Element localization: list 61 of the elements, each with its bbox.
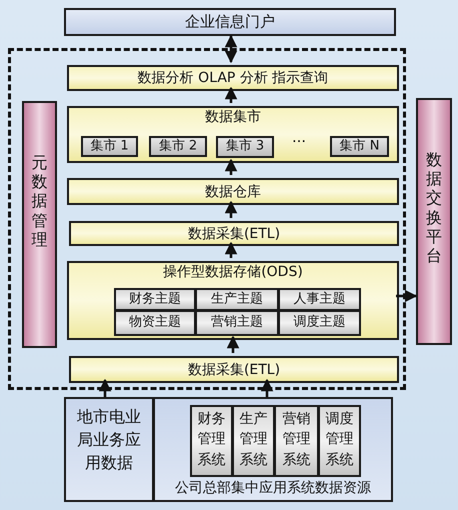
box-label: 生产主题 xyxy=(210,292,264,307)
ellipsis-label: … xyxy=(291,130,307,146)
box-label: 地市电业局业务应用数据 xyxy=(76,406,142,474)
box-label: 数据采集(ETL) xyxy=(186,225,282,242)
box-label: 集市 1 xyxy=(89,139,130,154)
box-label: 调度主题 xyxy=(292,316,346,330)
table-cell xyxy=(232,405,275,477)
table-cell xyxy=(278,288,361,311)
box-label: 财务管理系统 xyxy=(196,410,226,470)
layer-box xyxy=(67,261,399,340)
arrow xyxy=(396,290,418,302)
arrow xyxy=(260,378,274,397)
box-label: 营销管理系统 xyxy=(282,410,312,470)
table-cell xyxy=(114,310,196,336)
layer-box xyxy=(69,221,399,246)
arrow xyxy=(224,158,238,175)
table-cell xyxy=(318,405,361,477)
box-label: 数据交换平台 xyxy=(425,150,443,266)
box-label: 数据集市 xyxy=(204,109,262,126)
side-panel xyxy=(416,98,452,345)
mart-box xyxy=(81,136,138,157)
box-label: 数据采集(ETL) xyxy=(186,361,282,378)
arrow xyxy=(226,336,240,353)
arrow xyxy=(98,378,112,397)
table-cell xyxy=(190,405,233,477)
arrow xyxy=(224,242,238,258)
box-label: 物资主题 xyxy=(128,316,182,330)
box-label: 公司总部集中应用系统数据资源 xyxy=(174,480,372,496)
source-box xyxy=(64,397,154,502)
mart-box xyxy=(216,136,274,158)
layer-box xyxy=(67,106,399,163)
table-cell xyxy=(274,405,319,477)
box-label: 调度管理系统 xyxy=(324,410,354,470)
arrow xyxy=(224,34,238,64)
layer-box xyxy=(67,65,399,91)
table-cell xyxy=(195,288,279,311)
box-label: 营销主题 xyxy=(210,316,264,330)
box-label: 企业信息门户 xyxy=(184,13,276,31)
box-label: 财务主题 xyxy=(128,292,182,307)
box-label: 集市 2 xyxy=(158,139,198,154)
box-label: 操作型数据存储(ODS) xyxy=(162,264,304,280)
arrow xyxy=(224,200,238,218)
box-label: 数据分析 OLAP 分析 指示查询 xyxy=(136,70,330,86)
arrow xyxy=(224,86,238,103)
dashed-boundary xyxy=(8,48,406,390)
source-box xyxy=(153,397,393,502)
box-label: 生产管理系统 xyxy=(238,410,268,470)
mart-box xyxy=(330,136,389,157)
box-label: 元数据管理 xyxy=(30,153,48,249)
table-cell xyxy=(195,310,279,336)
mart-box xyxy=(149,136,207,157)
box-label: 人事主题 xyxy=(292,292,346,307)
table-cell xyxy=(278,310,361,336)
box-label: 集市 3 xyxy=(224,140,266,154)
portal-box xyxy=(64,8,396,36)
box-label: 集市 N xyxy=(338,139,380,154)
box-label: 数据仓库 xyxy=(204,183,262,200)
layer-box xyxy=(69,356,399,383)
table-cell xyxy=(114,288,196,311)
side-panel xyxy=(22,101,57,348)
layer-box xyxy=(67,178,399,205)
